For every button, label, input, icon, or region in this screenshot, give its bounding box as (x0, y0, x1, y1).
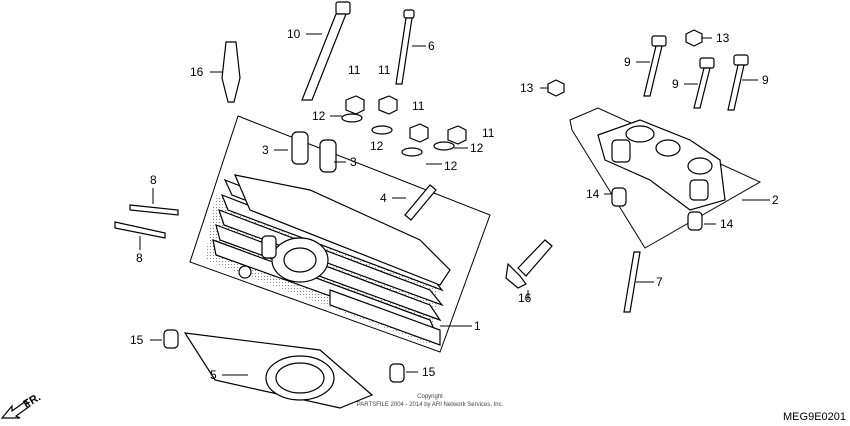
front-arrow-icon (0, 400, 31, 419)
callout-13: 13 (520, 81, 534, 95)
valve-guides (291, 131, 337, 173)
rocker-arm-holder (569, 107, 762, 249)
callout-11d: 11 (482, 126, 495, 140)
callout-12c: 12 (470, 141, 484, 155)
callout-3: 3 (262, 143, 269, 157)
callout-14: 14 (586, 187, 600, 201)
cap-nuts (345, 95, 467, 145)
nuts (547, 29, 703, 97)
dowel-pins-lower (163, 329, 405, 383)
callout-7: 7 (656, 275, 663, 289)
callout-2: 2 (772, 193, 779, 207)
callout-11c: 11 (412, 99, 425, 113)
callout-9c: 9 (762, 73, 769, 87)
callout-12: 12 (312, 109, 326, 123)
callout-15b: 15 (422, 365, 436, 379)
front-direction-indicator: FR. (0, 391, 43, 419)
callout-3b: 3 (350, 155, 357, 169)
callout-8b: 8 (136, 251, 143, 265)
callout-16: 16 (190, 65, 204, 79)
dowel-pins (611, 187, 703, 231)
stud-bolt-long (395, 9, 415, 85)
callout-11: 11 (348, 63, 361, 77)
callout-11b: 11 (378, 63, 391, 77)
callout-12d: 12 (444, 159, 458, 173)
callout-12b: 12 (370, 139, 384, 153)
spark-plugs (221, 41, 553, 289)
cylinder-head (189, 115, 491, 353)
callout-15: 15 (130, 333, 144, 347)
callout-9: 9 (624, 55, 631, 69)
callout-9b: 9 (672, 77, 679, 91)
callout-10: 10 (287, 27, 301, 41)
figure-code: MEG9E0201 (783, 411, 846, 423)
head-gasket (183, 332, 374, 409)
copyright-line-1: Copyright (417, 394, 443, 400)
front-label: FR. (22, 391, 43, 410)
stud-bolt (623, 251, 641, 313)
copyright-line-2: PARTSFILE 2004 - 2014 by ARI Network Ser… (357, 402, 504, 408)
callout-5: 5 (210, 368, 217, 382)
callout-14b: 14 (720, 217, 734, 231)
callout-6: 6 (428, 39, 435, 53)
head-bolt (301, 1, 351, 101)
callout-labels: 1 2 3 3 4 5 6 7 8 8 9 9 9 10 11 11 11 11… (130, 27, 779, 382)
callout-16b: 16 (518, 291, 532, 305)
callout-4: 4 (380, 191, 387, 205)
washers (341, 113, 455, 157)
callout-1: 1 (474, 319, 481, 333)
studs-left (114, 204, 179, 239)
callout-8: 8 (150, 173, 157, 187)
dowel-pin (404, 184, 437, 221)
callout-13b: 13 (716, 31, 730, 45)
flange-bolts (643, 35, 749, 111)
